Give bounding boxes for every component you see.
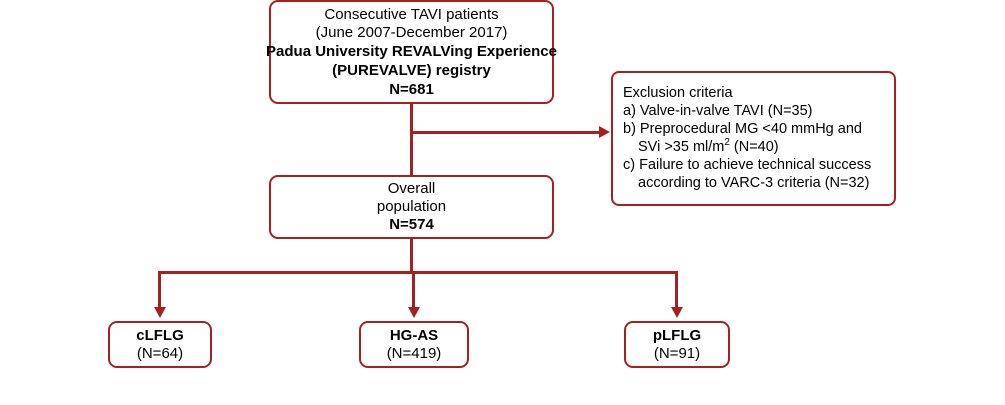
source-count: N=681 xyxy=(389,80,434,98)
source-line-1: Consecutive TAVI patients xyxy=(324,5,499,23)
connector-source-to-overall xyxy=(410,103,413,177)
connector-trunk-to-exclusion xyxy=(410,131,600,134)
exclusion-item-a: a) Valve-in-valve TAVI (N=35) xyxy=(623,102,813,119)
node-exclusion-criteria: Exclusion criteria a) Valve-in-valve TAV… xyxy=(611,71,896,206)
exclusion-item-c-line2: according to VARC-3 criteria (N=32) xyxy=(638,175,870,192)
exclusion-heading: Exclusion criteria xyxy=(623,84,733,101)
exclusion-item-c-line1: c) Failure to achieve technical success xyxy=(623,157,872,174)
plflg-label: pLFLG xyxy=(652,326,702,344)
node-group-hgas: HG-AS (N=419) xyxy=(359,321,469,368)
plflg-count: (N=91) xyxy=(653,344,701,362)
arrowhead-down-hgas-icon xyxy=(407,307,420,318)
hgas-count: (N=419) xyxy=(386,344,442,362)
arrowhead-down-clflg-icon xyxy=(153,307,166,318)
overall-count: N=574 xyxy=(389,215,434,233)
connector-split-to-plflg xyxy=(675,271,678,309)
clflg-label: cLFLG xyxy=(136,326,184,344)
exclusion-item-b-line1: b) Preprocedural MG <40 mmHg and xyxy=(623,120,862,137)
overall-line-2: population xyxy=(376,198,447,216)
connector-split-to-clflg xyxy=(158,271,161,309)
exclusion-item-b-superscript: 2 xyxy=(724,137,730,149)
connector-split-to-hgas xyxy=(412,271,415,309)
exclusion-item-b-line2-pre: SVi >35 ml/m xyxy=(638,139,725,155)
node-group-clflg: cLFLG (N=64) xyxy=(108,321,212,368)
overall-line-1: Overall xyxy=(387,180,436,198)
node-overall-population: Overall population N=574 xyxy=(269,175,554,239)
source-line-3: Padua University REVALVing Experience xyxy=(266,43,557,61)
source-line-4: (PUREVALVE) registry xyxy=(332,61,491,79)
node-source-population: Consecutive TAVI patients (June 2007-Dec… xyxy=(266,0,557,104)
exclusion-item-b-line2: SVi >35 ml/m2 (N=40) xyxy=(623,137,779,156)
hgas-label: HG-AS xyxy=(389,326,439,344)
arrowhead-down-plflg-icon xyxy=(670,307,683,318)
exclusion-item-b-line2-post: (N=40) xyxy=(729,139,779,155)
connector-overall-to-split xyxy=(410,238,413,274)
arrowhead-right-icon xyxy=(599,126,610,138)
connector-split-bar xyxy=(158,271,678,274)
source-line-2: (June 2007-December 2017) xyxy=(315,24,508,42)
node-group-plflg: pLFLG (N=91) xyxy=(624,321,730,368)
clflg-count: (N=64) xyxy=(136,344,184,362)
